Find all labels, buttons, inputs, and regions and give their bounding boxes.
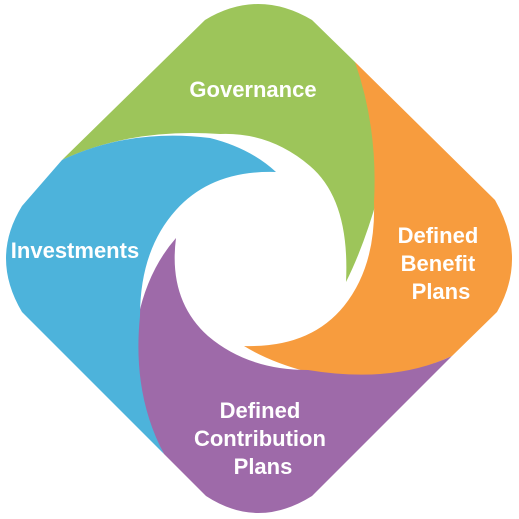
segment-label-defined-benefit: Defined Benefit Plans — [398, 223, 485, 304]
defined-contribution-label-line-3: Plans — [234, 454, 293, 479]
segment-governance-shape — [62, 4, 382, 282]
investments-label-line: Investments — [11, 238, 139, 263]
defined-contribution-label-line-2: Contribution — [194, 426, 326, 451]
governance-label-line: Governance — [189, 77, 316, 102]
segment-label-governance: Governance — [189, 77, 316, 102]
segment-defined-contribution-shape — [135, 238, 452, 513]
defined-contribution-label-line-1: Defined — [220, 398, 301, 423]
defined-benefit-label-line-1: Defined — [398, 223, 479, 248]
segment-label-defined-contribution: Defined Contribution Plans — [194, 398, 332, 479]
segment-defined-benefit-shape — [244, 62, 513, 378]
segment-investments-shape — [6, 135, 276, 454]
defined-benefit-label-line-3: Plans — [412, 279, 471, 304]
segment-label-investments: Investments — [11, 238, 139, 263]
defined-benefit-label-line-2: Benefit — [401, 251, 476, 276]
